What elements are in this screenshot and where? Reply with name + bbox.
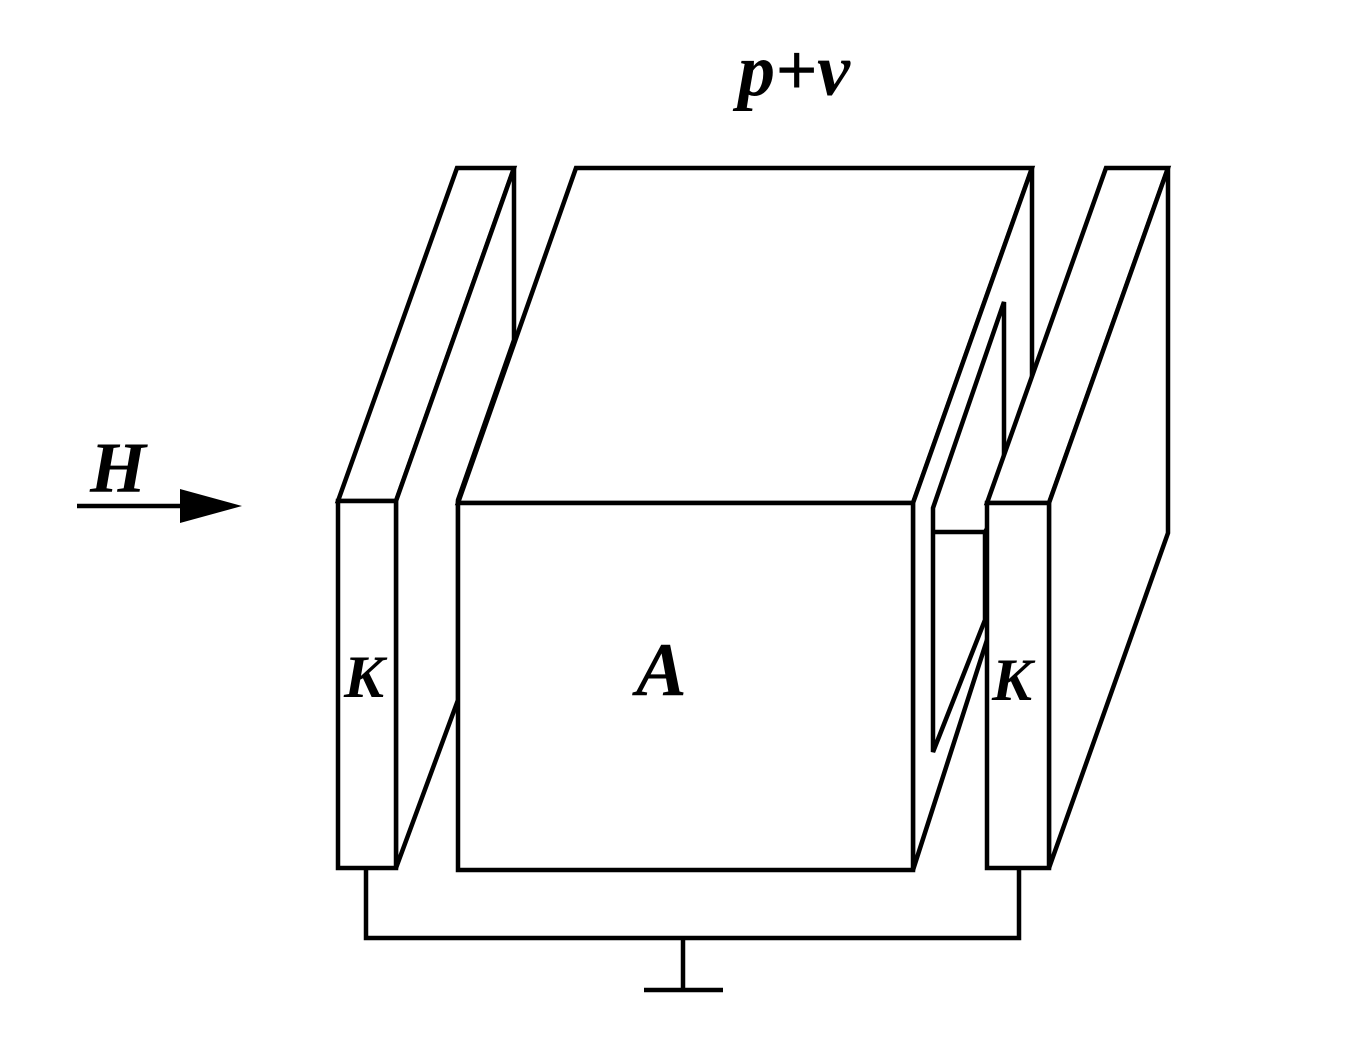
- field-arrow-head: [180, 489, 242, 523]
- anode-front: [455, 500, 916, 873]
- field-label: H: [89, 428, 148, 508]
- field-arrow: [77, 489, 242, 523]
- anode-label: A: [632, 628, 687, 712]
- top-label: p+v: [732, 30, 851, 112]
- cathode-connection-wire: [363, 868, 1022, 941]
- right-cathode-label: K: [991, 647, 1036, 713]
- left-cathode-label: K: [343, 644, 388, 710]
- ground-wiring: [363, 868, 1022, 993]
